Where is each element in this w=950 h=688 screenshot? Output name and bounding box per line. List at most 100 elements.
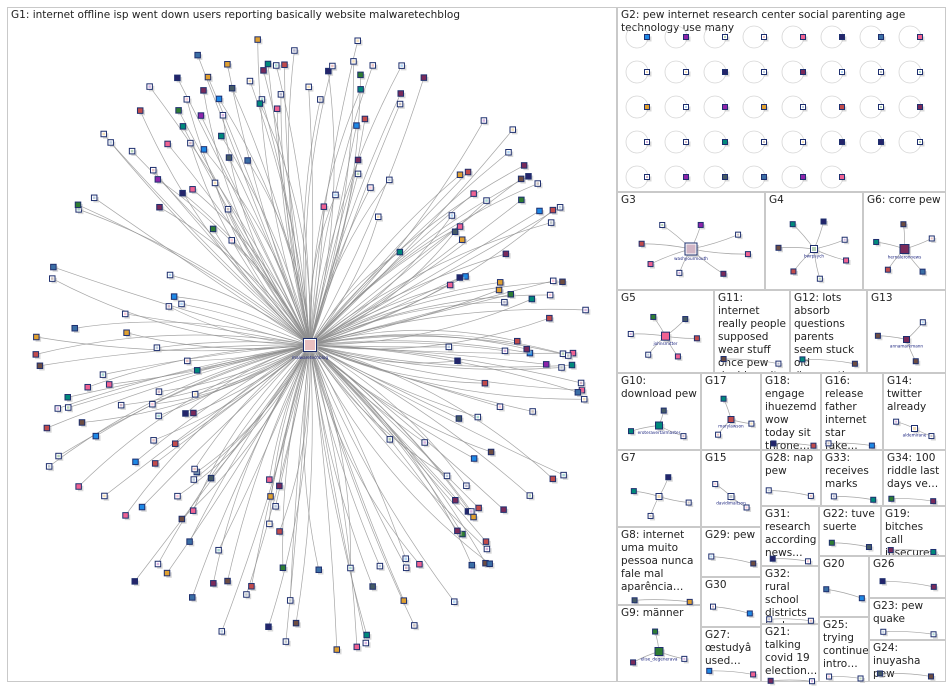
vertex-node[interactable] — [276, 528, 285, 537]
vertex-node[interactable] — [416, 560, 425, 569]
vertex-node[interactable] — [443, 472, 452, 481]
vertex-node[interactable] — [452, 496, 461, 505]
vertex-node[interactable] — [560, 471, 569, 480]
vertex-node[interactable] — [683, 139, 691, 147]
vertex-node[interactable] — [458, 236, 467, 245]
vertex-node[interactable] — [857, 675, 866, 683]
hub-node[interactable] — [727, 416, 736, 425]
vertex-node[interactable] — [496, 279, 505, 288]
vertex-node[interactable] — [558, 364, 567, 373]
vertex-node[interactable] — [722, 104, 730, 112]
vertex-node[interactable] — [32, 351, 41, 360]
vertex-node[interactable] — [121, 310, 130, 319]
vertex-node[interactable] — [361, 115, 370, 124]
vertex-node[interactable] — [559, 278, 568, 287]
vertex-node[interactable] — [225, 154, 234, 163]
vertex-node[interactable] — [267, 493, 276, 502]
vertex-node[interactable] — [329, 62, 338, 71]
vertex-node[interactable] — [193, 367, 202, 376]
vertex-node[interactable] — [487, 448, 496, 457]
vertex-node[interactable] — [501, 347, 510, 356]
vertex-node[interactable] — [644, 69, 652, 77]
vertex-node[interactable] — [683, 174, 691, 182]
vertex-node[interactable] — [281, 61, 290, 70]
vertex-node[interactable] — [170, 293, 179, 302]
group-box-g26[interactable]: G26 — [869, 556, 946, 598]
vertex-node[interactable] — [347, 564, 356, 573]
vertex-node[interactable] — [919, 268, 928, 277]
vertex-node[interactable] — [526, 492, 535, 501]
vertex-node[interactable] — [761, 174, 769, 182]
vertex-node[interactable] — [549, 475, 558, 484]
vertex-node[interactable] — [320, 203, 329, 212]
vertex-node[interactable] — [878, 69, 886, 77]
vertex-node[interactable] — [887, 547, 896, 555]
vertex-node[interactable] — [194, 51, 203, 60]
vertex-node[interactable] — [273, 105, 282, 114]
vertex-node[interactable] — [880, 628, 888, 637]
vertex-node[interactable] — [64, 394, 73, 403]
vertex-node[interactable] — [660, 407, 669, 416]
vertex-node[interactable] — [645, 351, 653, 360]
vertex-node[interactable] — [200, 146, 209, 155]
vertex-node[interactable] — [518, 196, 527, 205]
vertex-node[interactable] — [454, 527, 463, 536]
vertex-node[interactable] — [132, 458, 141, 467]
vertex-node[interactable] — [244, 157, 253, 166]
vertex-node[interactable] — [218, 628, 227, 637]
vertex-node[interactable] — [272, 503, 281, 512]
vertex-node[interactable] — [210, 580, 219, 589]
vertex-node[interactable] — [317, 96, 326, 105]
vertex-node[interactable] — [353, 643, 362, 652]
vertex-node[interactable] — [843, 257, 851, 265]
vertex-node[interactable] — [582, 306, 591, 315]
vertex-node[interactable] — [128, 147, 137, 156]
vertex-node[interactable] — [919, 319, 928, 327]
group-box-g13[interactable]: G13 — [867, 290, 946, 373]
vertex-node[interactable] — [420, 74, 429, 83]
vertex-node[interactable] — [354, 156, 363, 165]
vertex-node[interactable] — [446, 281, 455, 290]
group-box-g25[interactable]: G25: trying continue intro… — [819, 617, 869, 682]
group-box-g30[interactable]: G30 — [701, 577, 761, 627]
vertex-node[interactable] — [254, 36, 263, 45]
vertex-node[interactable] — [807, 492, 816, 501]
vertex-node[interactable] — [528, 295, 537, 304]
vertex-node[interactable] — [514, 337, 523, 346]
vertex-node[interactable] — [184, 357, 193, 366]
vertex-node[interactable] — [451, 228, 460, 237]
vertex-node[interactable] — [712, 481, 720, 489]
vertex-node[interactable] — [400, 597, 409, 606]
vertex-node[interactable] — [71, 324, 80, 333]
vertex-node[interactable] — [354, 170, 363, 179]
vertex-node[interactable] — [166, 271, 175, 280]
vertex-node[interactable] — [917, 139, 925, 147]
vertex-node[interactable] — [153, 344, 162, 353]
vertex-node[interactable] — [800, 139, 808, 147]
vertex-node[interactable] — [879, 578, 888, 586]
hub-node[interactable] — [655, 493, 664, 502]
vertex-node[interactable] — [574, 389, 583, 398]
vertex-node[interactable] — [353, 122, 362, 131]
vertex-node[interactable] — [631, 597, 640, 605]
vertex-node[interactable] — [509, 126, 518, 135]
vertex-node[interactable] — [84, 383, 93, 392]
vertex-node[interactable] — [529, 408, 538, 417]
vertex-node[interactable] — [64, 404, 73, 413]
vertex-node[interactable] — [396, 100, 405, 109]
vertex-node[interactable] — [397, 90, 406, 99]
vertex-node[interactable] — [256, 100, 265, 109]
vertex-node[interactable] — [507, 291, 516, 300]
group-box-g15[interactable]: G15 — [701, 450, 761, 527]
vertex-node[interactable] — [568, 361, 577, 370]
vertex-node[interactable] — [101, 492, 110, 501]
vertex-node[interactable] — [800, 34, 808, 42]
vertex-node[interactable] — [917, 104, 925, 112]
vertex-node[interactable] — [354, 37, 363, 46]
vertex-node[interactable] — [456, 223, 465, 232]
vertex-node[interactable] — [680, 433, 688, 441]
vertex-node[interactable] — [546, 291, 555, 300]
group-box-g18[interactable]: G18: engage ihuezemd wow today sit thron… — [761, 373, 821, 450]
vertex-node[interactable] — [154, 560, 163, 569]
vertex-node[interactable] — [248, 583, 257, 592]
